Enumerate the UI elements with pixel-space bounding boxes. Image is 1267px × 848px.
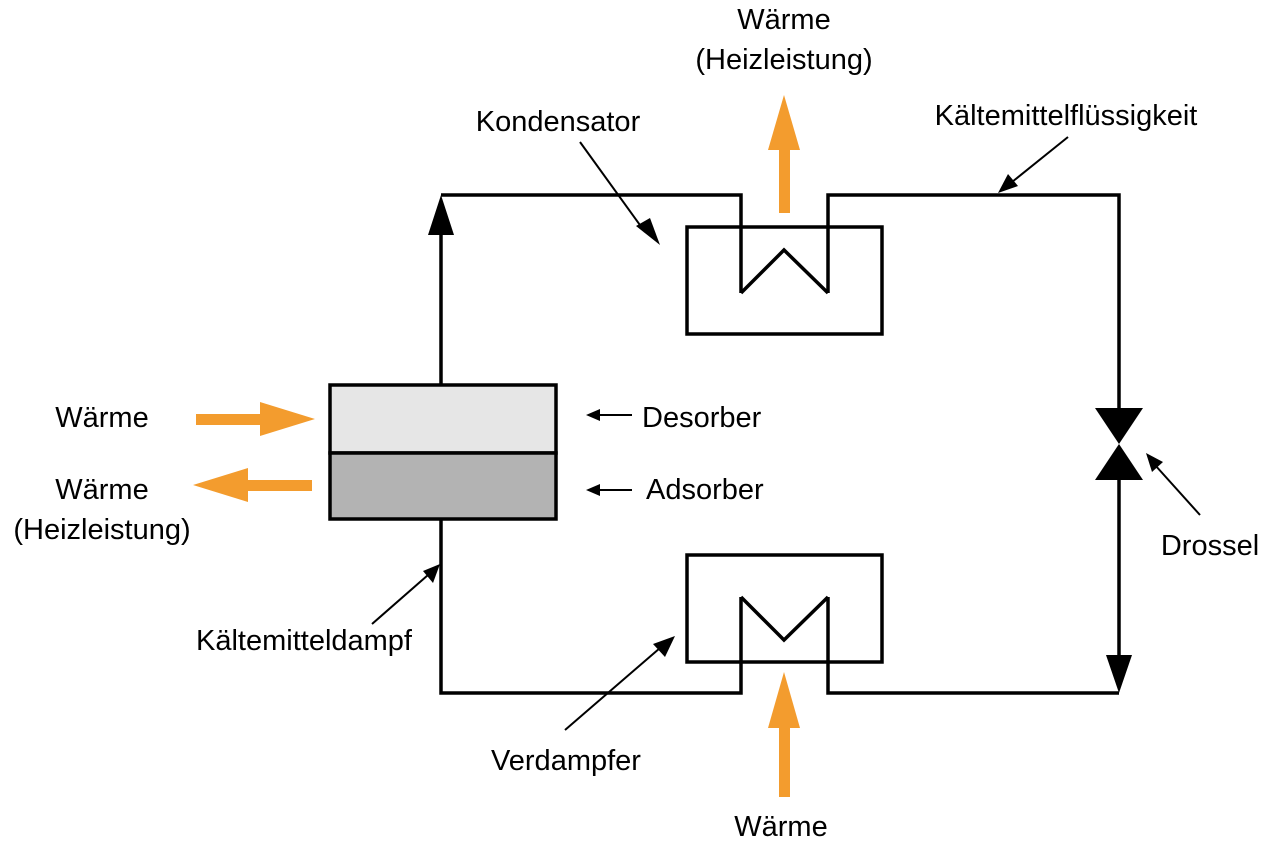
heat-out-left-label-line1: Wärme [55, 474, 148, 506]
pipe-to-evaporator [826, 597, 1119, 695]
heat-out-condenser-arrow [768, 95, 800, 213]
vapor-leader-head [423, 564, 440, 583]
heat-out-adsorber-arrow [193, 468, 312, 502]
adsorber-box [328, 451, 558, 521]
heat-out-left-label-line2: (Heizleistung) [13, 514, 190, 546]
pipe-to-condenser [441, 193, 743, 293]
flow-arrow-up [428, 195, 454, 235]
desorber-label: Desorber [642, 402, 762, 434]
vapor-pipe [439, 519, 743, 695]
condenser-leader-head [636, 218, 660, 245]
desorber-box [328, 383, 558, 455]
evaporator-leader-head [653, 636, 675, 657]
throttle-leader-head [1146, 453, 1163, 472]
condenser-box [685, 225, 884, 336]
heat-in-desorber-arrow [196, 402, 315, 436]
heat-bottom-label: Wärme [734, 811, 827, 843]
liquid-pipe [826, 193, 1121, 410]
desorber-leader-head [586, 409, 600, 421]
vapor-label: Kältemitteldampf [196, 625, 413, 657]
evaporator-leader [564, 647, 661, 731]
throttle-label: Drossel [1161, 530, 1259, 562]
heat-in-evaporator-arrow [768, 672, 800, 797]
evaporator-label: Verdampfer [491, 745, 641, 777]
heat-top-label-line2: (Heizleistung) [695, 44, 872, 76]
flow-arrow-down [1106, 655, 1132, 693]
condenser-leader [579, 141, 646, 233]
evaporator-coil [739, 595, 830, 643]
liquid-leader [1011, 136, 1069, 183]
throttle-valve-bottom [1095, 444, 1143, 480]
heat-in-left-label: Wärme [55, 402, 148, 434]
throttle-valve-top [1095, 408, 1143, 444]
vapor-leader [371, 574, 429, 625]
condenser-label: Kondensator [476, 106, 641, 138]
adsorber-leader-head [586, 484, 600, 496]
heat-top-label-line1: Wärme [737, 4, 830, 36]
adsorber-label: Adsorber [646, 474, 764, 506]
liquid-label: Kältemittelflüssigkeit [935, 100, 1198, 132]
evaporator-box [685, 553, 884, 664]
condenser-coil [739, 247, 830, 295]
throttle-leader [1154, 464, 1201, 516]
liquid-leader-head [998, 174, 1018, 193]
